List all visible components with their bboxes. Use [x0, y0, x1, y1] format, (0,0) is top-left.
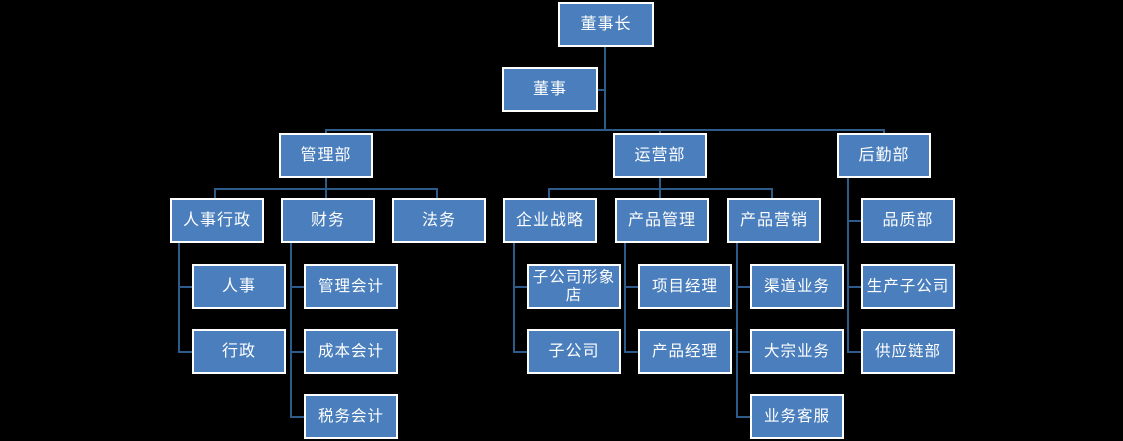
node-hr-admin[interactable]: 人事行政 [170, 198, 264, 243]
connector-finance-to-taxacct [290, 416, 305, 418]
node-production-subsidiary[interactable]: 生产子公司 [861, 264, 955, 309]
node-project-manager[interactable]: 项目经理 [638, 264, 732, 309]
connector-management-drop [325, 177, 327, 189]
node-legal[interactable]: 法务 [392, 198, 486, 243]
node-tax-accounting[interactable]: 税务会计 [304, 394, 398, 439]
connector-hradmin-to-hr [178, 286, 193, 288]
connector-logistics-spine [847, 177, 849, 352]
connector-strategy-spine [513, 243, 515, 352]
node-chairman[interactable]: 董事长 [558, 2, 654, 47]
connector-operations-to-prodmgmt [659, 188, 661, 198]
connector-strategy-to-imagestore [513, 286, 528, 288]
connector-operations-to-prodmkt [771, 188, 773, 198]
connector-finance-spine [290, 243, 292, 417]
connector-prodmkt-spine [736, 243, 738, 417]
connector-level2-bus [325, 129, 885, 131]
connector-hradmin-to-admin [178, 351, 193, 353]
node-admin[interactable]: 行政 [192, 329, 286, 374]
connector-management-to-legal [436, 188, 438, 198]
connector-logistics-to-prodsub [847, 286, 862, 288]
connector-bus-to-logistics [883, 129, 885, 135]
connector-management-to-finance [325, 188, 327, 198]
node-dept-logistics[interactable]: 后勤部 [837, 133, 931, 178]
node-director[interactable]: 董事 [502, 67, 598, 112]
node-finance[interactable]: 财务 [281, 198, 375, 243]
connector-logistics-to-quality [847, 220, 862, 222]
connector-finance-to-mgmtacct [290, 286, 305, 288]
connector-strategy-to-subsidiary [513, 351, 528, 353]
node-subsidiary[interactable]: 子公司 [527, 329, 621, 374]
connector-operations-to-strategy [548, 188, 550, 198]
connector-chairman-director-stub [596, 89, 606, 91]
connector-bus-to-operations [659, 129, 661, 135]
node-channel-business[interactable]: 渠道业务 [750, 264, 844, 309]
node-bulk-business[interactable]: 大宗业务 [750, 329, 844, 374]
connector-bus-to-management [325, 129, 327, 135]
connector-finance-to-costacct [290, 351, 305, 353]
node-quality-dept[interactable]: 品质部 [861, 198, 955, 243]
connector-prodmkt-to-channel [736, 286, 751, 288]
connector-prodmkt-to-custservice [736, 416, 751, 418]
connector-prodmgmt-to-projmgr [624, 286, 639, 288]
connector-management-to-hradmin [214, 188, 216, 198]
node-management-accounting[interactable]: 管理会计 [304, 264, 398, 309]
node-cost-accounting[interactable]: 成本会计 [304, 329, 398, 374]
connector-logistics-to-supply [847, 351, 862, 353]
connector-hradmin-spine [178, 243, 180, 352]
connector-prodmgmt-to-prodmgr [624, 351, 639, 353]
node-product-management[interactable]: 产品管理 [615, 198, 709, 243]
connector-director-trunk [604, 90, 606, 130]
node-product-manager[interactable]: 产品经理 [638, 329, 732, 374]
connector-operations-drop [659, 177, 661, 189]
connector-prodmgmt-spine [624, 243, 626, 352]
connector-prodmkt-to-bulk [736, 351, 751, 353]
node-dept-management[interactable]: 管理部 [279, 133, 373, 178]
node-business-customer-service[interactable]: 业务客服 [750, 394, 844, 439]
node-subsidiary-image-store[interactable]: 子公司形象店 [527, 264, 621, 309]
node-enterprise-strategy[interactable]: 企业战略 [503, 198, 597, 243]
node-product-marketing[interactable]: 产品营销 [727, 198, 821, 243]
node-hr[interactable]: 人事 [192, 264, 286, 309]
node-supply-chain-dept[interactable]: 供应链部 [861, 329, 955, 374]
node-dept-operations[interactable]: 运营部 [613, 133, 707, 178]
connector-chairman-director [604, 46, 606, 90]
